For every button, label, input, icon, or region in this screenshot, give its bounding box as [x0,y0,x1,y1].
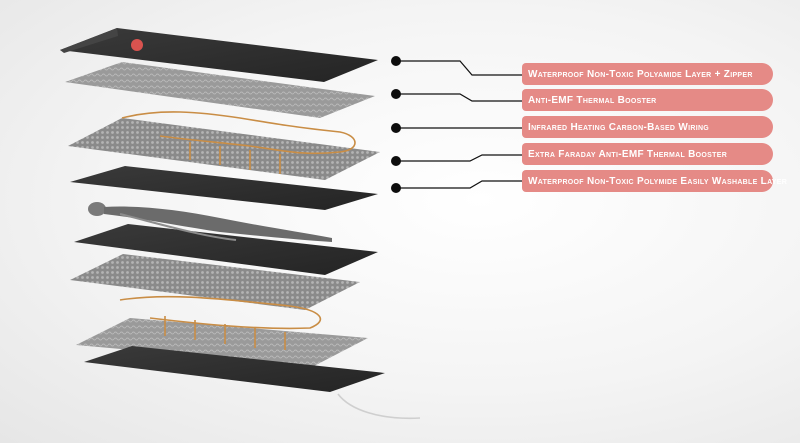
callout-waterproof-bottom: Waterproof Non-Toxic Polymide Easily Was… [522,170,787,192]
callout-infrared-wiring: Infrared Heating Carbon-Based Wiring [522,116,773,138]
carbon-wiring-layer [68,111,380,180]
power-cable [337,393,421,420]
callout-dot-5 [391,183,401,193]
body-rest-layer [74,202,378,275]
thermal-booster-layer [65,62,375,118]
base-layer [84,346,421,420]
callout-dot-3 [391,123,401,133]
human-figure-icon [88,202,332,242]
callout-anti-emf: Anti-EMF Thermal Booster [522,89,773,111]
top-cover-layer [60,28,378,82]
callout-dot-2 [391,89,401,99]
callout-faraday: Extra Faraday Anti-EMF Thermal Booster [522,143,773,165]
faraday-layer [70,166,378,210]
lower-mesh-layer [70,254,360,310]
logo-icon [131,39,143,51]
callout-dot-4 [391,156,401,166]
callout-waterproof-top: Waterproof Non-Toxic Polyamide Layer + Z… [522,63,773,85]
connector-lines [396,60,522,189]
callout-dot-1 [391,56,401,66]
lower-wiring-layer [76,295,368,366]
